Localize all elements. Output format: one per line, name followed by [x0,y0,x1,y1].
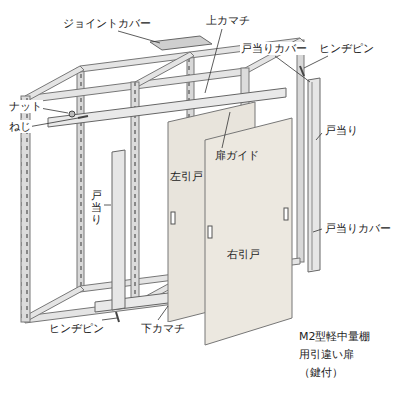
part-label: 左引戸 [169,170,204,183]
part-label: 戸当りカバー [240,42,308,55]
part-label: ナット [8,100,43,113]
hardware [69,66,304,322]
leader-lines [28,29,328,320]
part-label: 下カマチ [140,322,186,335]
part-label: ヒンヂピン [48,322,105,335]
part-label: ねじ [8,120,32,133]
part-label: ジョイントカバー [62,17,152,30]
right-sliding-door [205,118,292,345]
part-label: 戸当り [90,190,103,226]
part-label: 右引戸 [226,248,261,261]
part-label: M2型軽中量棚 用引違い扉 （鍵付） [298,328,396,382]
right-door-stop [308,78,320,272]
door-handle [208,226,212,238]
part-label: 扉ガイド [214,149,260,162]
door-stop-cover [312,82,313,270]
part-label: 戸当りカバー [324,222,392,235]
left-door-stop [112,150,125,310]
part-label: ヒンヂピン [318,42,375,55]
part-label: 戸当り [324,124,359,137]
part-label: 上カマチ [205,14,251,27]
door-lock [284,208,288,220]
door-handle [171,212,175,224]
